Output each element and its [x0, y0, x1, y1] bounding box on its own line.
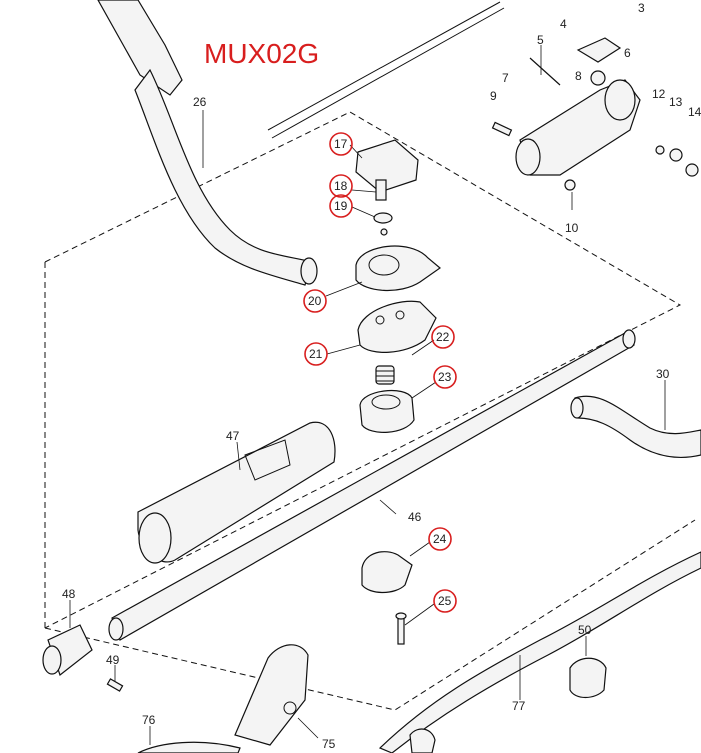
label-76: 76 [142, 713, 156, 727]
clamp-top-17 [355, 139, 419, 201]
callout-22: 22 [431, 325, 455, 349]
svg-text:23: 23 [438, 370, 452, 384]
callout-23: 23 [433, 365, 457, 389]
spring-22 [375, 365, 395, 385]
label-14: 14 [688, 105, 701, 119]
label-9: 9 [490, 89, 497, 103]
label-75: 75 [322, 737, 336, 751]
label-77: 77 [512, 699, 526, 713]
clamp-48 [42, 624, 93, 676]
leader-lines [69, 45, 666, 745]
upper-rod [267, 1, 505, 139]
callout-21: 21 [304, 342, 328, 366]
callout-18: 18 [329, 174, 353, 198]
bracket-75 [234, 644, 309, 746]
label-8: 8 [575, 69, 582, 83]
label-10: 10 [565, 221, 579, 235]
label-7: 7 [502, 71, 509, 85]
svg-text:19: 19 [334, 199, 348, 213]
label-3: 3 [638, 1, 645, 15]
svg-text:24: 24 [433, 532, 447, 546]
label-30: 30 [656, 367, 670, 381]
label-12: 12 [652, 87, 666, 101]
model-title: MUX02G [204, 38, 319, 69]
nut-small [380, 228, 388, 236]
label-26: 26 [193, 95, 207, 109]
knob-23 [359, 390, 415, 433]
callout-24: 24 [428, 527, 452, 551]
svg-text:25: 25 [438, 594, 452, 608]
bracket-24 [361, 551, 413, 594]
clamp-lower-21 [357, 300, 437, 353]
part-76 [137, 741, 241, 753]
label-47: 47 [226, 429, 240, 443]
label-48: 48 [62, 587, 76, 601]
svg-text:20: 20 [308, 294, 322, 308]
label-50: 50 [578, 623, 592, 637]
assembly-boundary [44, 111, 696, 711]
screw-49 [106, 678, 124, 692]
washer-19 [373, 212, 393, 224]
handle-bar-30 [570, 395, 701, 458]
clip-50 [569, 657, 607, 699]
main-tube [108, 329, 636, 641]
sleeve-47 [137, 421, 336, 564]
callout-20: 20 [303, 289, 327, 313]
svg-text:21: 21 [309, 347, 323, 361]
svg-text:17: 17 [334, 137, 348, 151]
svg-text:18: 18 [334, 179, 348, 193]
callout-25: 25 [433, 589, 457, 613]
lower-rod-77 [378, 551, 701, 753]
label-49: 49 [106, 653, 120, 667]
bolt-25 [395, 612, 407, 645]
svg-text:22: 22 [436, 330, 450, 344]
callout-17: 17 [329, 132, 353, 156]
label-46: 46 [408, 510, 422, 524]
label-4: 4 [560, 17, 567, 31]
label-6: 6 [624, 46, 631, 60]
label-5: 5 [537, 33, 544, 47]
clamp-upper-20 [355, 245, 441, 292]
clip-bottom [409, 728, 436, 753]
label-13: 13 [669, 95, 683, 109]
handle-grip [97, 0, 318, 286]
callout-19: 19 [329, 194, 353, 218]
gear-head-assembly [491, 37, 699, 191]
